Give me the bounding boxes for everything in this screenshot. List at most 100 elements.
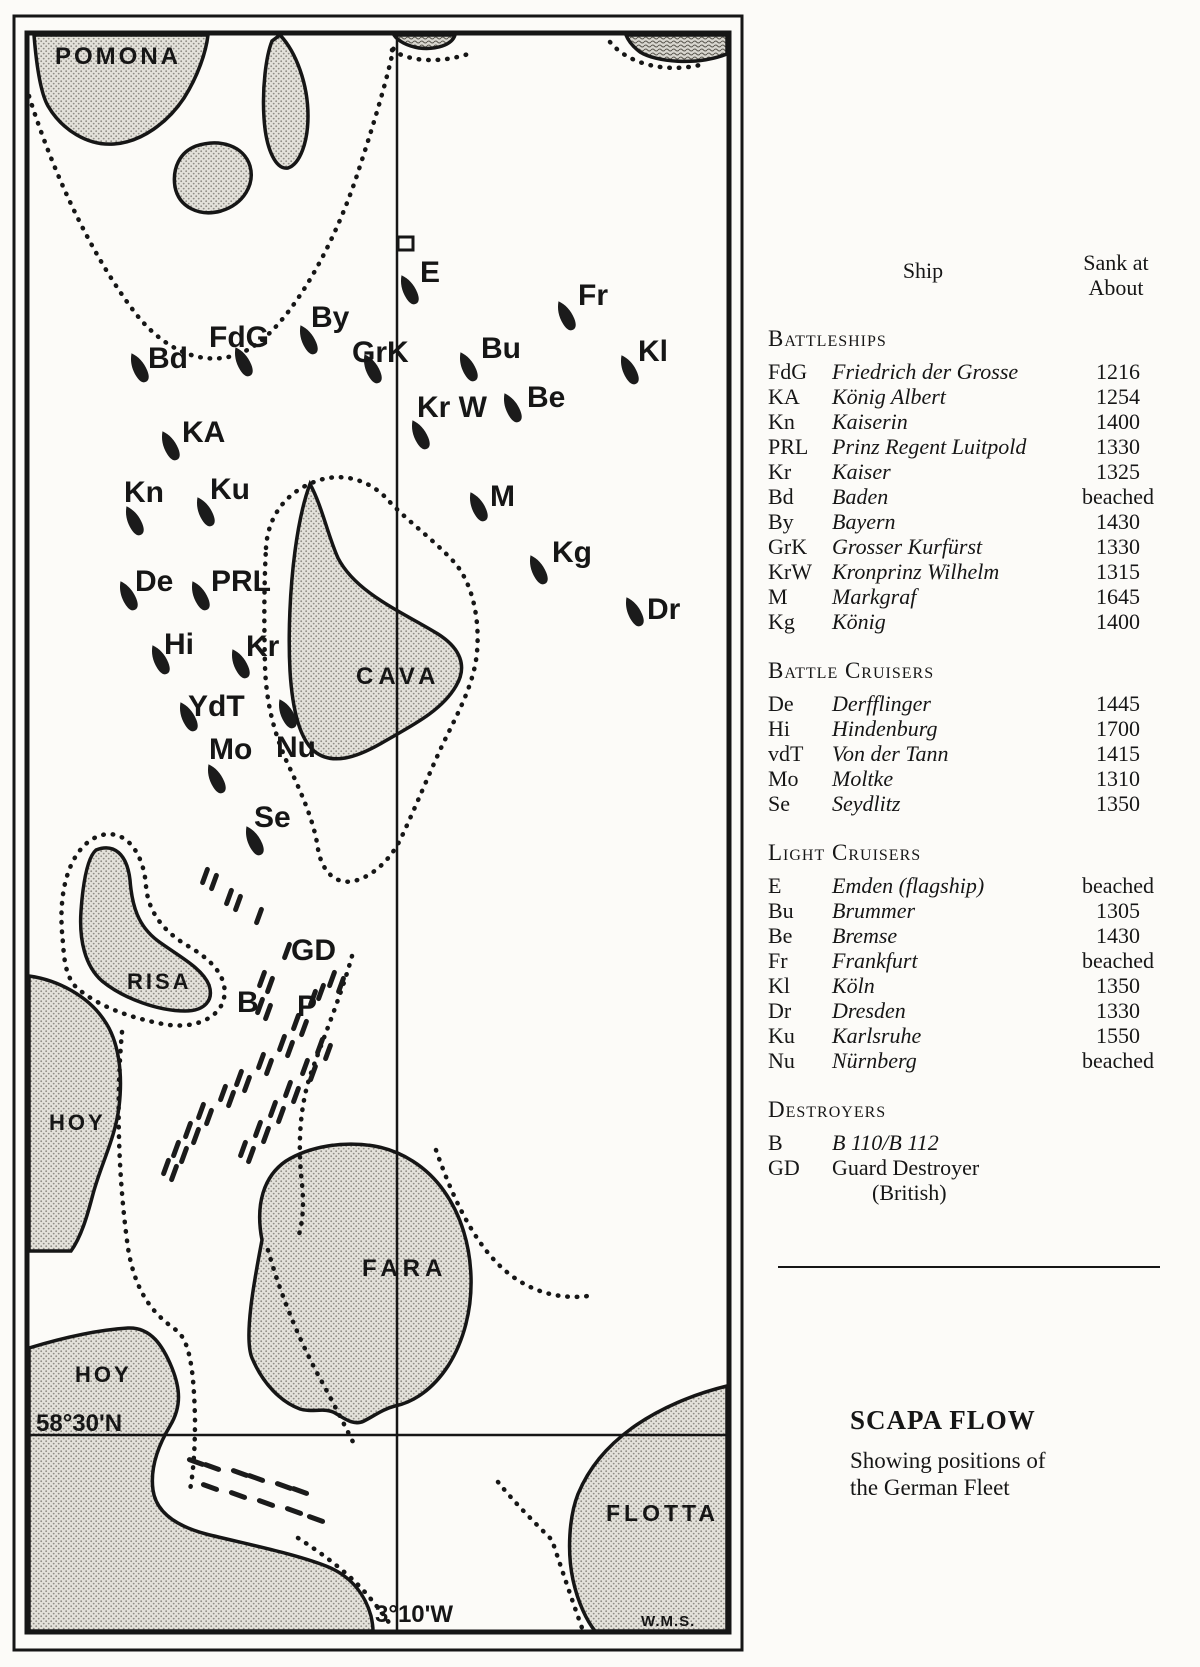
destroyer-dash: [230, 1468, 250, 1478]
ship-marker-Fr: [552, 298, 579, 333]
sank-time-cell: 1310: [1096, 766, 1140, 791]
ship-code-cell: GrK: [768, 534, 808, 559]
table-row: (British): [768, 1180, 1170, 1205]
sank-time-cell: beached: [1081, 873, 1155, 898]
island-cava: [287, 479, 464, 761]
column-header-time-line1: Sank at: [1083, 250, 1149, 275]
divider-rule: [778, 1266, 1160, 1268]
sank-time-cell: [1108, 1180, 1200, 1205]
ship-label-Hi: Hi: [164, 628, 194, 661]
table-row: KrW Kronprinz Wilhelm 1315: [768, 559, 1170, 584]
ship-name-cell: Seydlitz: [832, 791, 901, 816]
destroyer-dash: [228, 1490, 248, 1500]
ship-code-cell: Se: [768, 791, 790, 816]
ship-label-PRL: PRL: [211, 565, 271, 598]
ship-label-Kg: Kg: [552, 536, 592, 569]
island-small-blob: [172, 141, 253, 215]
ship-label-Mo: Mo: [209, 733, 252, 766]
label-signature: W.M.S.: [641, 1613, 695, 1630]
depth-contour: [295, 953, 355, 1241]
ship-name-cell: König Albert: [832, 384, 946, 409]
island-hoy-lower: [27, 1326, 375, 1633]
destroyer-dash: [242, 1074, 252, 1094]
destroyer-dash: [226, 1089, 236, 1109]
ship-name-cell: B 110/B 112: [832, 1130, 939, 1155]
ship-name-cell: Karlsruhe: [832, 1023, 922, 1048]
ship-label-Bu: Bu: [481, 332, 521, 365]
ship-name-cell: Bremse: [832, 923, 898, 948]
depth-contour: [433, 1147, 591, 1300]
ship-code-cell: Hi: [768, 716, 790, 741]
ship-label-Kr: Kr: [246, 630, 280, 663]
destroyer-dash: [186, 1457, 206, 1467]
ship-marker-Be: [498, 390, 525, 425]
destroyer-dash: [261, 1125, 271, 1145]
ship-marker-Dr: [620, 594, 647, 629]
ship-name-cell: Kaiser: [832, 459, 891, 484]
destroyer-dash: [285, 1039, 295, 1059]
depth-contour: [262, 474, 480, 884]
ship-name-cell: Brummer: [832, 898, 916, 923]
sank-time-cell: 1315: [1096, 559, 1140, 584]
destroyer-dash: [276, 1105, 286, 1125]
ship-code-cell: [768, 1180, 832, 1205]
destroyer-dash: [161, 1157, 171, 1177]
ship-code-cell: Bd: [768, 484, 794, 509]
ship-name-cell: Kaiserin: [832, 409, 908, 434]
ship-name-cell: Kronprinz Wilhelm: [832, 559, 1000, 584]
column-header-ship: Ship: [902, 258, 944, 283]
destroyer-dash: [277, 1033, 287, 1053]
ship-name-cell: Emden (flagship): [832, 873, 985, 898]
destroyer-dash: [209, 872, 219, 892]
ship-label-De: De: [135, 565, 173, 598]
ship-marker-Bu: [454, 349, 481, 384]
ship-code-cell: Kl: [768, 973, 790, 998]
label-fara: FARA: [362, 1255, 447, 1282]
destroyer-dash: [327, 969, 337, 989]
ship-label-Ku: Ku: [210, 473, 250, 506]
ship-code-cell: B: [768, 1130, 783, 1155]
ship-code-cell: Kr: [768, 459, 792, 484]
ship-code-cell: Kn: [768, 409, 795, 434]
ship-code-cell: KrW: [768, 559, 812, 584]
place-labels: POMONA CAVA RISA HOY HOY FARA FLOTTA 58°…: [36, 43, 715, 1630]
section-title: Battleships: [768, 326, 887, 351]
sank-time-cell: 1330: [1096, 534, 1140, 559]
destroyer-dash: [234, 1068, 244, 1088]
ship-name-cell: Von der Tann: [832, 741, 949, 766]
island-pomona: [32, 33, 210, 146]
destroyer-dash: [253, 1119, 263, 1139]
sank-time-cell: 1430: [1096, 509, 1140, 534]
ship-marker-PRL: [186, 578, 213, 613]
ship-code-cell: PRL: [768, 434, 809, 459]
label-risa: RISA: [127, 969, 192, 994]
sank-time-cell: 1305: [1096, 898, 1140, 923]
sank-time-cell: 1350: [1096, 791, 1140, 816]
sank-time-cell: 1400: [1096, 409, 1140, 434]
sank-time-cell: [1068, 1155, 1168, 1180]
ship-code-cell: Fr: [768, 948, 788, 973]
sank-time-cell: 1330: [1096, 434, 1140, 459]
islands: [27, 32, 729, 1633]
ship-label-Kl: Kl: [638, 335, 668, 368]
ship-code-cell: Bu: [768, 898, 794, 923]
label-cava: CAVA: [356, 663, 440, 690]
label-hoy-upper: HOY: [49, 1110, 106, 1135]
sank-time-cell: 1330: [1096, 998, 1140, 1023]
destroyer-dash: [256, 1051, 266, 1071]
sank-time-cell: 1645: [1096, 584, 1140, 609]
flagship-flag: [396, 235, 415, 252]
